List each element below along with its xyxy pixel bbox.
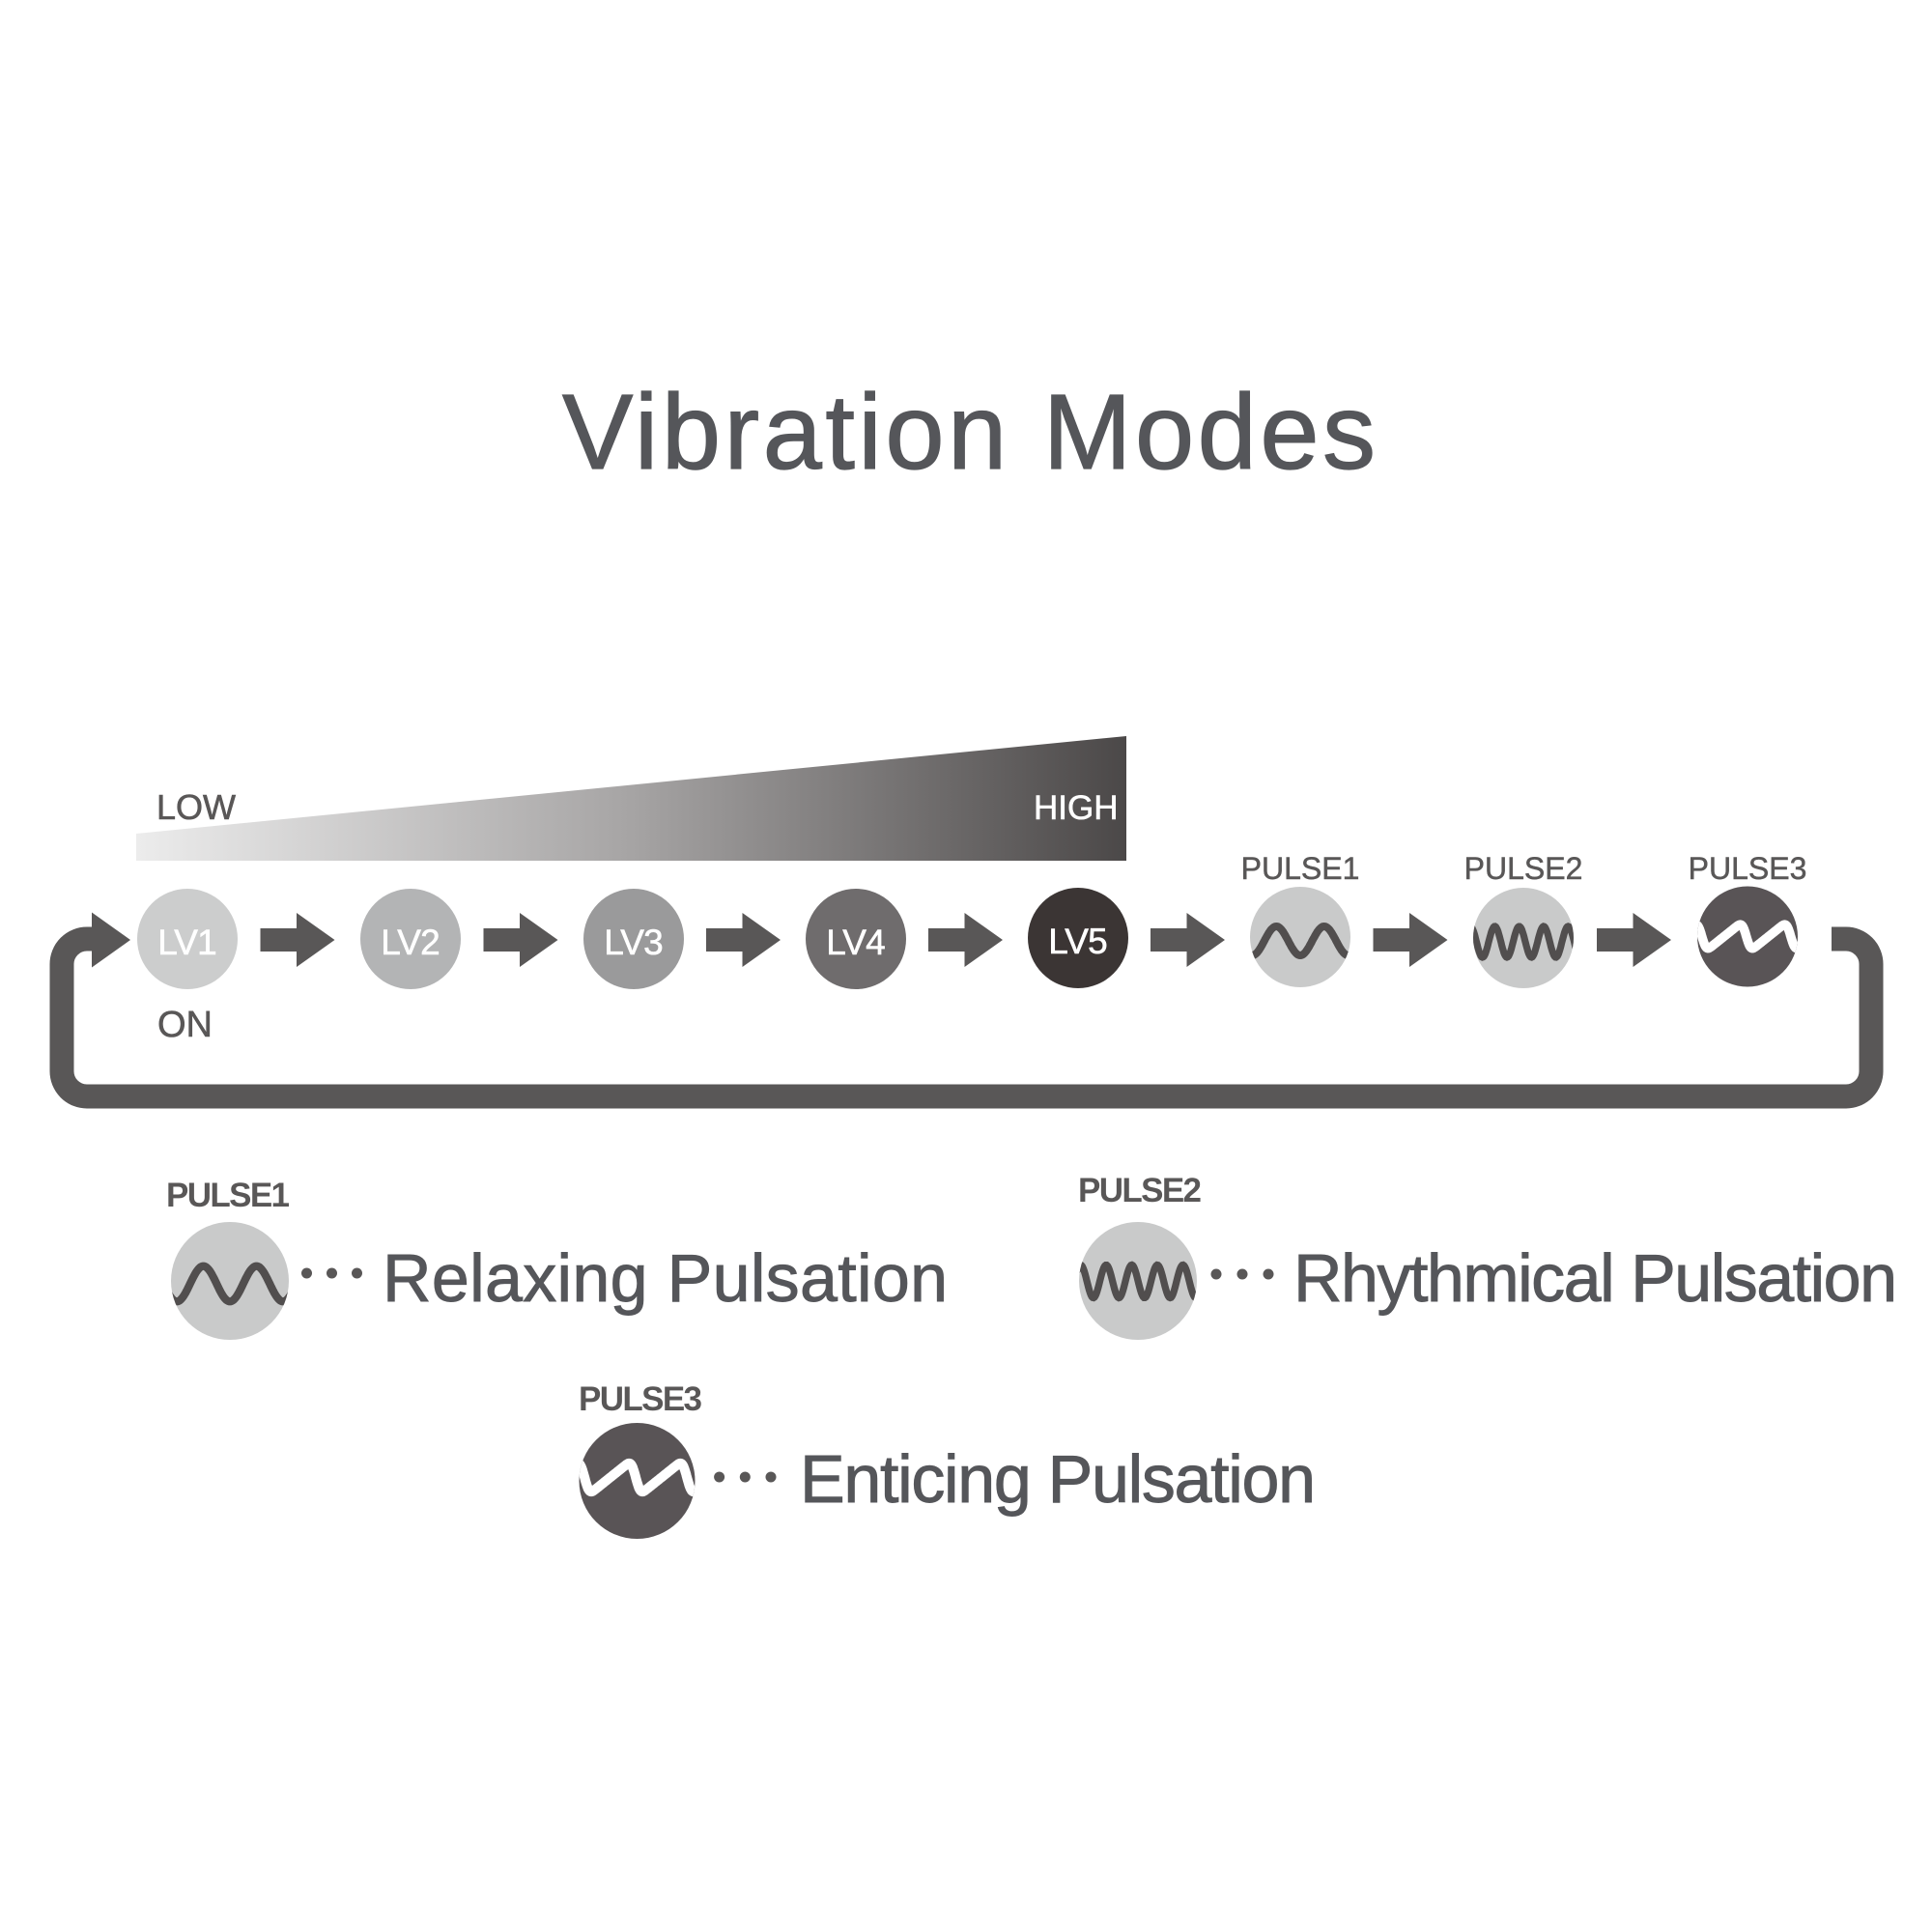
svg-text:PULSE3: PULSE3 [579,1380,702,1418]
svg-text:LV4: LV4 [826,923,886,962]
svg-text:PULSE1: PULSE1 [1241,851,1360,886]
svg-text:LV2: LV2 [381,923,440,962]
svg-text:LV1: LV1 [157,923,217,962]
svg-text:LV3: LV3 [604,923,664,962]
svg-text:Relaxing Pulsation: Relaxing Pulsation [383,1240,948,1316]
svg-text:HIGH: HIGH [1034,789,1119,827]
svg-text:LV5: LV5 [1048,922,1108,961]
svg-text:LOW: LOW [156,787,236,827]
svg-text:Enticing Pulsation: Enticing Pulsation [800,1441,1316,1517]
svg-text:PULSE2: PULSE2 [1464,851,1583,886]
svg-text:PULSE1: PULSE1 [166,1177,290,1214]
svg-text:Rhythmical Pulsation: Rhythmical Pulsation [1293,1240,1897,1316]
svg-text:PULSE3: PULSE3 [1689,851,1807,886]
svg-text:ON: ON [157,1005,213,1045]
svg-text:PULSE2: PULSE2 [1078,1172,1202,1209]
svg-text:Vibration Modes: Vibration Modes [562,373,1376,492]
